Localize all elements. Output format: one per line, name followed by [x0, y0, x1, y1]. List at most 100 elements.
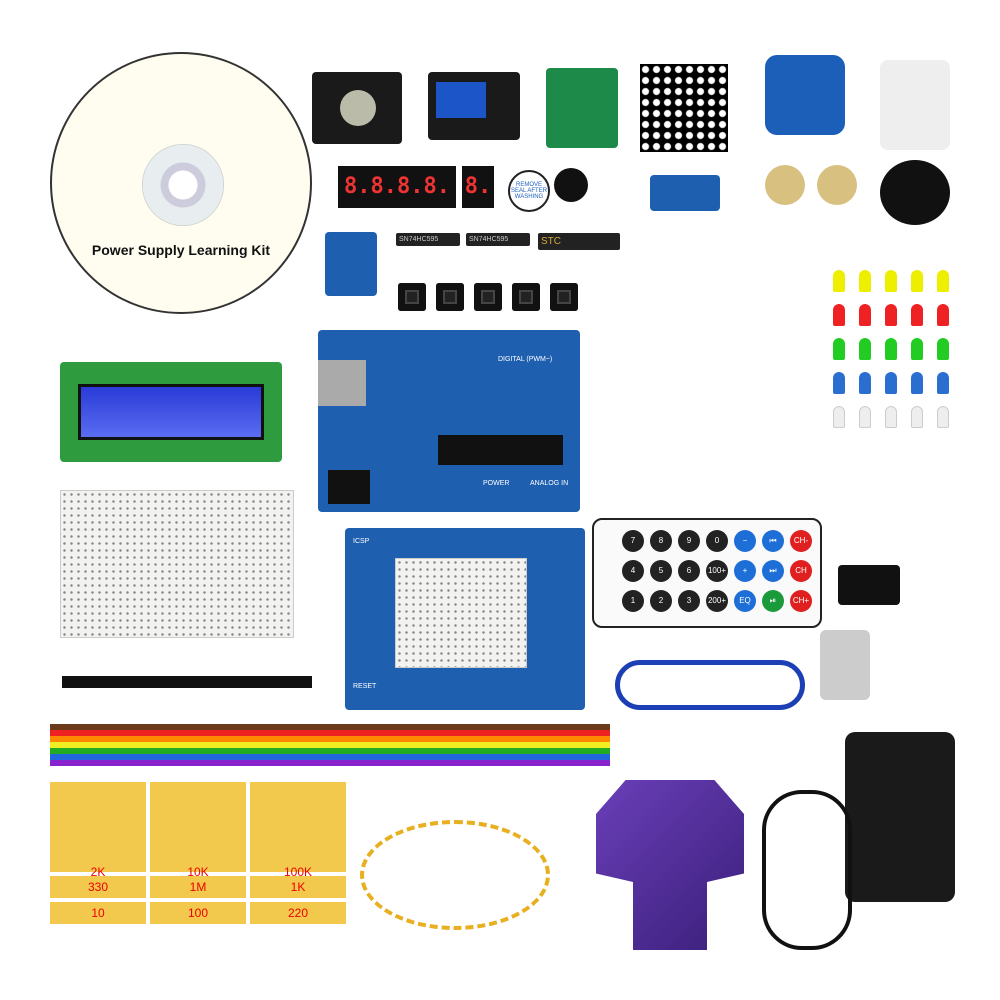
- push-button: [398, 283, 426, 311]
- joystick-cap: [880, 160, 950, 225]
- green-led: [937, 338, 949, 360]
- remote-key: −: [734, 530, 756, 552]
- resistor-column: 10K 1M 100: [150, 782, 246, 924]
- remote-key: ⏮: [762, 530, 784, 552]
- blue-led: [911, 372, 923, 394]
- reset-label: RESET: [353, 683, 377, 690]
- resistor-column: 2K 330 10: [50, 782, 146, 924]
- potentiometer: [817, 165, 857, 205]
- red-led: [885, 304, 897, 326]
- green-led: [859, 338, 871, 360]
- white-led: [885, 406, 897, 428]
- arduino-uno-board: DIGITAL (PWM~) POWER ANALOG IN: [318, 330, 580, 512]
- yellow-led: [911, 270, 923, 292]
- ultrasonic-bracket: [596, 780, 744, 950]
- remote-key: 8: [650, 530, 672, 552]
- microcontroller-chip: STC: [538, 233, 620, 250]
- white-led: [911, 406, 923, 428]
- dc-jack: [328, 470, 370, 504]
- remote-key: 200+: [706, 590, 728, 612]
- joystick-module: [312, 72, 402, 144]
- passive-buzzer: REMOVE SEAL AFTER WASHING: [508, 170, 550, 212]
- relay-module: [428, 72, 520, 140]
- adapter-cable: [762, 790, 852, 950]
- resistor-label: 1K: [250, 876, 346, 898]
- push-button: [512, 283, 540, 311]
- remote-key: 4: [622, 560, 644, 582]
- digital-label: DIGITAL (PWM~): [498, 356, 553, 363]
- four-digit-display: 8.8.8.8.: [338, 166, 456, 208]
- push-buttons: [398, 283, 578, 311]
- breadboard: [60, 490, 294, 638]
- resistor-cards: 2K 330 10 10K 1M 100 100K 1K 220: [50, 782, 346, 924]
- active-buzzer: [554, 168, 588, 202]
- mini-breadboard: [395, 558, 527, 668]
- resistor-label: 2K: [50, 782, 146, 879]
- resistor-label: 100K: [250, 782, 346, 879]
- relay: [436, 82, 486, 118]
- dc-motor: [820, 630, 870, 700]
- pin-header: [62, 676, 312, 688]
- blue-led: [859, 372, 871, 394]
- remote-key: 6: [678, 560, 700, 582]
- resistor-label: 10K: [150, 782, 246, 879]
- green-led: [911, 338, 923, 360]
- green-led: [833, 338, 845, 360]
- remote-key: 100+: [706, 560, 728, 582]
- remote-key: 3: [678, 590, 700, 612]
- usb-port: [318, 360, 366, 406]
- resistor-label: 100: [150, 902, 246, 924]
- remote-key: 2: [650, 590, 672, 612]
- remote-key: 1: [622, 590, 644, 612]
- remote-key: 5: [650, 560, 672, 582]
- white-led: [833, 406, 845, 428]
- resistor-label: 1M: [150, 876, 246, 898]
- remote-key: CH+: [790, 590, 812, 612]
- red-led: [859, 304, 871, 326]
- resistor-label: 330: [50, 876, 146, 898]
- led-matrix: [640, 64, 728, 152]
- red-led: [937, 304, 949, 326]
- single-digit-display: 8.: [462, 166, 494, 208]
- icsp-label: ICSP: [353, 538, 370, 545]
- servo-motor: [765, 55, 845, 135]
- jumper-wires-bundle: [360, 820, 550, 930]
- shift-register-chip: SN74HC595: [396, 233, 460, 246]
- atmega-chip: [438, 435, 563, 465]
- remote-key: ⏯: [762, 590, 784, 612]
- white-led: [859, 406, 871, 428]
- prototype-shield: ICSP RESET: [345, 528, 585, 710]
- blue-led: [833, 372, 845, 394]
- remote-key: ⏭: [762, 560, 784, 582]
- yellow-led: [859, 270, 871, 292]
- power-label: POWER: [483, 480, 510, 487]
- servo-horns: [880, 60, 950, 150]
- cd-title: Power Supply Learning Kit: [91, 242, 271, 258]
- remote-key: +: [734, 560, 756, 582]
- shift-register-chip: SN74HC595: [466, 233, 530, 246]
- yellow-led: [833, 270, 845, 292]
- resistor-label: 10: [50, 902, 146, 924]
- yellow-led: [885, 270, 897, 292]
- battery-clip: [838, 565, 900, 605]
- white-led: [937, 406, 949, 428]
- lcd-screen: [78, 384, 264, 440]
- remote-key: 9: [678, 530, 700, 552]
- remote-key: 7: [622, 530, 644, 552]
- red-led: [833, 304, 845, 326]
- potentiometer: [765, 165, 805, 205]
- red-led: [911, 304, 923, 326]
- lcd-1602-module: [60, 362, 282, 462]
- push-button: [436, 283, 464, 311]
- yellow-led: [937, 270, 949, 292]
- stepper-driver-board: [546, 68, 618, 148]
- push-button: [550, 283, 578, 311]
- ultrasonic-sensor: [650, 175, 720, 211]
- cd-disc: Power Supply Learning Kit: [50, 52, 312, 314]
- jumper-ribbon: [50, 724, 610, 766]
- resistor-label: 220: [250, 902, 346, 924]
- remote-key: CH: [790, 560, 812, 582]
- remote-key: EQ: [734, 590, 756, 612]
